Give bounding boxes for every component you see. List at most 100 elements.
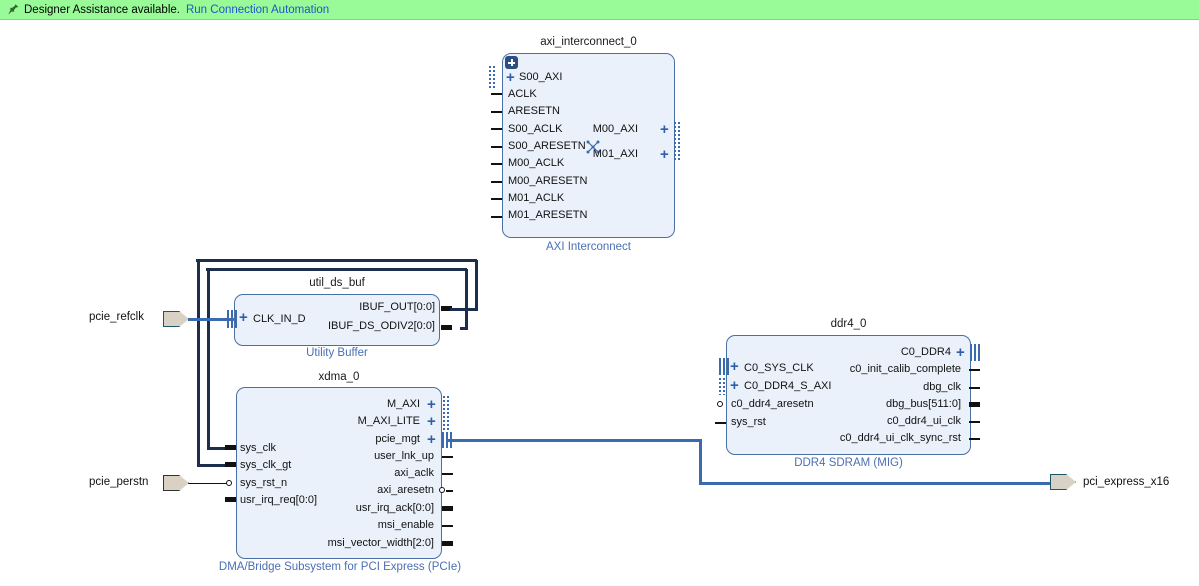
pin-axi-s00-axi: S00_AXI xyxy=(519,71,563,83)
wire-ibuf-odiv2-seg5 xyxy=(207,447,237,450)
wire-pcie-refclk xyxy=(188,318,234,321)
stub-axi-m01-aresetn xyxy=(491,216,502,218)
xdma-subtitle: DMA/Bridge Subsystem for PCI Express (PC… xyxy=(218,561,462,573)
bus-connector-c0-ddr4-s-axi[interactable] xyxy=(719,378,725,395)
stub-axi-s00-aresetn xyxy=(491,146,502,148)
stub-xdma-axi-aresetn-tail xyxy=(446,490,453,492)
stub-axi-m00-aresetn xyxy=(491,181,502,183)
stub-xdma-usr-irq-ack xyxy=(442,506,453,511)
plus-icon-m01-axi[interactable]: + xyxy=(660,146,669,163)
block-xdma-0[interactable] xyxy=(236,387,442,559)
pin-ddr4-c0-ddr4-s-axi: C0_DDR4_S_AXI xyxy=(744,380,832,392)
banner-message: Designer Assistance available. xyxy=(24,3,180,16)
plus-icon-c0-ddr4[interactable]: + xyxy=(956,344,965,361)
pin-axi-aclk: ACLK xyxy=(508,88,537,100)
pin-ddr4-dbg-clk: dbg_clk xyxy=(923,381,961,393)
stub-xdma-user-lnk-up xyxy=(442,456,453,458)
wire-ibuf-out-seg1 xyxy=(460,308,478,311)
pin-xdma-msi-enable: msi_enable xyxy=(377,519,434,531)
stub-xdma-msi-vector-width xyxy=(442,541,453,546)
pin-xdma-axi-aclk: axi_aclk xyxy=(394,467,434,479)
plus-icon-pcie-mgt[interactable]: + xyxy=(427,431,436,448)
wire-pcie-perstn xyxy=(188,483,230,484)
pin-xdma-m-axi: M_AXI xyxy=(386,398,420,410)
pin-axi-m01-axi: M01_AXI xyxy=(592,148,638,160)
util-ds-buf-title: util_ds_buf xyxy=(309,277,365,289)
stub-uds-ibuf-out-link xyxy=(450,308,462,311)
pin-ddr4-dbg-bus: dbg_bus[511:0] xyxy=(885,398,961,410)
pin-uds-ibuf-ds-odiv2: IBUF_DS_ODIV2[0:0] xyxy=(328,320,435,332)
stub-xdma-sys-rst-n xyxy=(226,480,232,486)
port-pcie-refclk[interactable] xyxy=(163,311,189,327)
designer-assistance-banner: Designer Assistance available. Run Conne… xyxy=(0,0,1199,20)
bus-connector-m-axi[interactable] xyxy=(674,122,680,160)
wire-ibuf-odiv2-seg3 xyxy=(206,268,467,271)
stub-ddr4-dbg-bus xyxy=(969,402,980,407)
pin-xdma-sys-clk: sys_clk xyxy=(240,442,277,454)
pin-xdma-sys-clk-gt: sys_clk_gt xyxy=(240,459,292,471)
xdma-title: xdma_0 xyxy=(318,371,360,383)
bus-connector-xdma-m-axi[interactable] xyxy=(443,396,449,432)
block-ddr4-0[interactable] xyxy=(726,335,971,455)
bus-connector-c0-ddr4[interactable] xyxy=(970,344,980,361)
pin-xdma-user-lnk-up: user_lnk_up xyxy=(374,450,434,462)
axi-interconnect-title: axi_interconnect_0 xyxy=(540,36,637,48)
bus-connector-c0-sys-clk[interactable] xyxy=(719,358,729,375)
plus-icon-m-axi[interactable]: + xyxy=(427,396,436,413)
stub-ddr4-sys-rst xyxy=(715,422,726,424)
axi-interconnect-subtitle: AXI Interconnect xyxy=(545,241,632,253)
pin-ddr4-c0-ddr4-ui-clk: c0_ddr4_ui_clk xyxy=(887,415,961,427)
stub-ddr4-dbg-clk xyxy=(969,387,980,389)
stub-xdma-sys-clk xyxy=(225,445,236,450)
stub-xdma-sys-clk-gt xyxy=(225,462,236,467)
pin-ddr4-sys-rst: sys_rst xyxy=(731,416,766,428)
pin-uds-clk-in-d: CLK_IN_D xyxy=(253,313,306,325)
plus-icon-m-axi-lite[interactable]: + xyxy=(427,413,436,430)
stub-xdma-msi-enable xyxy=(442,525,453,527)
stub-ddr4-c0-init-calib-complete xyxy=(969,369,980,371)
pin-xdma-axi-aresetn: axi_aresetn xyxy=(377,484,434,496)
pin-xdma-m-axi-lite: M_AXI_LITE xyxy=(357,415,420,427)
wire-ibuf-out-seg3 xyxy=(196,259,477,262)
stub-axi-aresetn xyxy=(491,111,502,113)
plus-icon-c0-ddr4-s-axi[interactable]: + xyxy=(730,377,739,394)
util-ds-buf-subtitle: Utility Buffer xyxy=(306,347,368,359)
port-pci-express-x16[interactable] xyxy=(1050,474,1076,490)
stub-ddr4-c0-ddr4-ui-clk xyxy=(969,421,980,423)
pin-ddr4-c0-ddr4: C0_DDR4 xyxy=(900,346,951,358)
stub-xdma-axi-aclk xyxy=(442,473,453,475)
pin-uds-ibuf-out: IBUF_OUT[0:0] xyxy=(359,301,435,313)
pin-xdma-sys-rst-n: sys_rst_n xyxy=(240,477,288,489)
pin-xdma-msi-vector-width: msi_vector_width[2:0] xyxy=(327,537,434,549)
pin-xdma-usr-irq-req: usr_irq_req[0:0] xyxy=(240,494,318,506)
pin-axi-s00-aresetn: S00_ARESETN xyxy=(508,140,586,152)
port-label-pci-express-x16: pci_express_x16 xyxy=(1083,476,1170,488)
pin-axi-m00-axi: M00_AXI xyxy=(592,123,638,135)
pin-icon xyxy=(6,3,20,17)
run-connection-automation-link[interactable]: Run Connection Automation xyxy=(185,3,330,16)
pin-ddr4-c0-ddr4-aresetn: c0_ddr4_aresetn xyxy=(731,398,814,410)
stub-xdma-axi-aresetn xyxy=(439,487,445,493)
block-util-ds-buf[interactable] xyxy=(234,294,440,346)
pin-axi-m01-aclk: M01_ACLK xyxy=(508,192,565,204)
port-label-pcie-perstn: pcie_perstn xyxy=(89,476,149,488)
bus-connector-s00-axi[interactable] xyxy=(489,66,495,88)
plus-icon-m00-axi[interactable]: + xyxy=(660,121,669,138)
stub-xdma-usr-irq-req xyxy=(225,497,236,502)
bus-connector-clk-in-d[interactable] xyxy=(227,310,237,328)
expand-badge-axi-interconnect[interactable] xyxy=(505,56,518,69)
bus-connector-pcie-mgt[interactable] xyxy=(442,432,452,448)
pin-ddr4-c0-ddr4-ui-clk-sync-rst: c0_ddr4_ui_clk_sync_rst xyxy=(839,432,961,444)
plus-icon-c0-sys-clk[interactable]: + xyxy=(730,358,739,375)
port-pcie-perstn[interactable] xyxy=(163,475,189,491)
ddr4-subtitle: DDR4 SDRAM (MIG) xyxy=(794,457,903,469)
ddr4-title: ddr4_0 xyxy=(830,318,867,330)
wire-pcie-mgt-seg2 xyxy=(699,439,702,484)
wire-ibuf-out-seg4 xyxy=(197,259,200,466)
plus-icon-s00-axi[interactable]: + xyxy=(506,69,515,86)
wire-pcie-mgt-seg3 xyxy=(699,482,1053,485)
plus-icon-clk-in-d[interactable]: + xyxy=(239,309,248,326)
pin-xdma-usr-irq-ack: usr_irq_ack[0:0] xyxy=(355,502,434,514)
stub-uds-ibuf-out xyxy=(441,306,452,311)
